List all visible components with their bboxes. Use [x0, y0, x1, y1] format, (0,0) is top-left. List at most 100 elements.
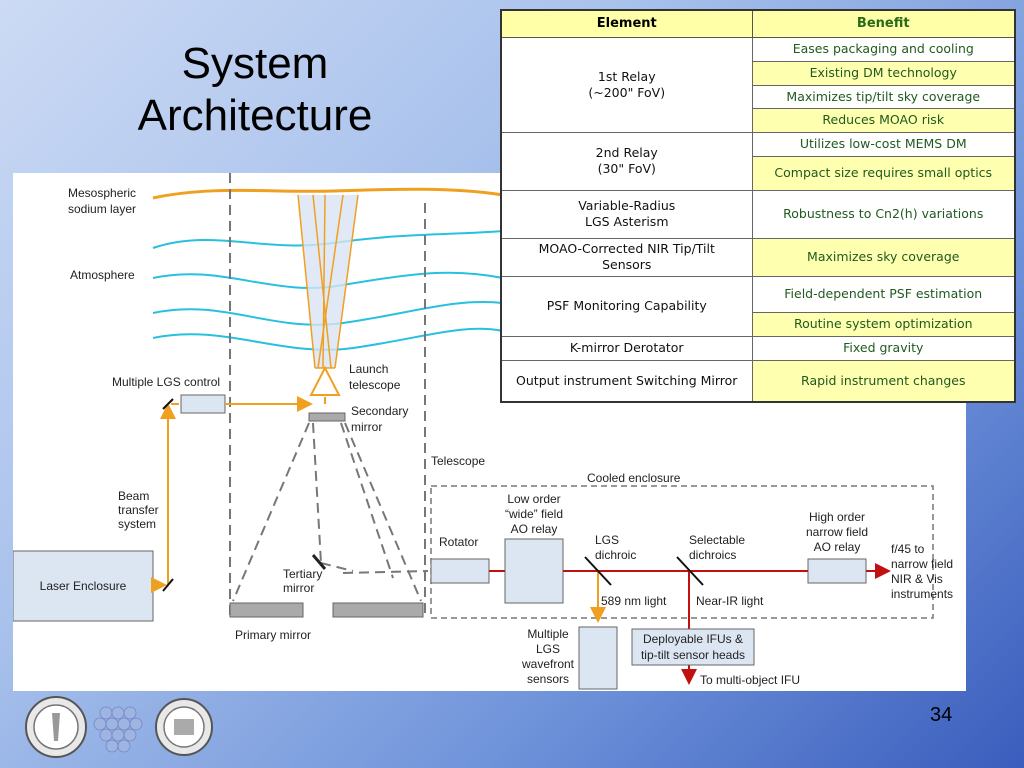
element-cell: Output instrument Switching Mirror	[500, 359, 753, 403]
keck-segmented-mirror-icon	[93, 706, 143, 753]
table-row: Output instrument Switching Mirror Rapid…	[500, 359, 1016, 403]
benefit-cell: Eases packaging and cooling	[751, 36, 1016, 62]
element-line: Output instrument Switching Mirror	[516, 372, 738, 388]
label-to-multi-ifu: To multi-object IFU	[700, 673, 800, 687]
benefit-cell: Utilizes low-cost MEMS DM	[751, 131, 1016, 157]
table-row: Maximizes tip/tilt sky coverage	[501, 84, 1016, 109]
benefit-cell: Rapid instrument changes	[751, 359, 1016, 403]
label-output-4: instruments	[891, 587, 953, 601]
benefit-cell: Robustness to Cn2(h) variations	[751, 189, 1016, 239]
atmosphere-wave-4	[152, 327, 504, 351]
header-element: Element	[500, 9, 753, 38]
rotator-box	[430, 558, 490, 584]
diagram-canvas: Mesospheric sodium layer Atmosphere Mult…	[13, 173, 953, 690]
label-cooled-enclosure: Cooled enclosure	[587, 471, 681, 485]
element-cell: K-mirror Derotator	[500, 335, 753, 361]
element-line: PSF Monitoring Capability	[546, 298, 707, 313]
laser-beams	[297, 194, 359, 369]
benefit-cell: Routine system optimization	[751, 311, 1016, 337]
tertiary-mirror	[311, 554, 327, 570]
label-near-ir: Near-IR light	[696, 594, 764, 608]
label-secondary-1: Secondary	[351, 404, 408, 418]
label-beam-2: transfer	[118, 503, 159, 517]
element-benefit-table: Element Benefit 1st Relay (~200" FoV) Ea…	[500, 9, 1016, 403]
label-atmosphere: Atmosphere	[70, 268, 135, 282]
label-wfs-2: LGS	[536, 642, 560, 656]
low-order-relay-box	[504, 538, 564, 604]
label-launch-1: Launch	[349, 362, 388, 376]
label-wfs-1: Multiple	[527, 627, 569, 641]
label-rotator: Rotator	[439, 535, 478, 549]
table-row: MOAO-Corrected NIR Tip/Tilt Sensors Maxi…	[500, 237, 1016, 277]
element-cell: Variable-Radius LGS Asterism	[500, 189, 753, 239]
high-order-relay-box	[807, 558, 867, 584]
element-line: Sensors	[602, 257, 652, 272]
table-row: 2nd Relay (30" FoV) Utilizes low-cost ME…	[500, 131, 1016, 191]
label-laser-enclosure: Laser Enclosure	[40, 579, 127, 593]
wavefront-sensors-box	[578, 626, 618, 690]
benefit-cell: Compact size requires small optics	[751, 155, 1016, 191]
benefit-cell: Field-dependent PSF estimation	[751, 275, 1016, 313]
table-row: 1st Relay (~200" FoV) Eases packaging an…	[500, 36, 1016, 133]
benefit-cell: Reduces MOAO risk	[751, 107, 1016, 133]
label-lgs-dichroic-2: dichroic	[595, 548, 636, 562]
label-output-1: f/45 to	[891, 542, 925, 556]
table-row: K-mirror Derotator Fixed gravity	[500, 335, 1016, 361]
label-wfs-3: wavefront	[521, 657, 575, 671]
label-selectable-1: Selectable	[689, 533, 745, 547]
sodium-layer-curve	[152, 187, 504, 200]
element-cell: PSF Monitoring Capability	[500, 275, 753, 337]
laser-cone	[298, 195, 358, 368]
element-line: LGS Asterism	[584, 214, 669, 229]
benefit-cell: Maximizes tip/tilt sky coverage	[751, 84, 1016, 109]
element-line: Variable-Radius	[578, 198, 676, 213]
label-beam-1: Beam	[118, 489, 149, 503]
element-line: K-mirror Derotator	[569, 340, 684, 355]
label-output-2: narrow field	[891, 557, 953, 571]
element-line: 2nd Relay	[595, 145, 658, 160]
label-low-order-2: “wide” field	[505, 507, 563, 521]
label-mesospheric-1: Mesospheric	[68, 186, 136, 200]
uc-seal-icon	[155, 698, 213, 756]
header-benefit: Benefit	[751, 9, 1016, 38]
label-primary-mirror: Primary mirror	[235, 628, 311, 642]
benefit-cell: Fixed gravity	[751, 335, 1016, 361]
label-mesospheric-2: sodium layer	[68, 202, 136, 216]
label-high-order-1: High order	[809, 510, 865, 524]
label-launch-2: telescope	[349, 378, 401, 392]
label-high-order-3: AO relay	[814, 540, 861, 554]
cooled-enclosure-box	[430, 485, 934, 619]
lgs-control-box	[180, 394, 226, 414]
table-header-row: Element Benefit	[500, 9, 1016, 38]
label-output-3: NIR & Vis	[891, 572, 943, 586]
table-row: Reduces MOAO risk	[501, 107, 1016, 133]
element-line: (~200" FoV)	[588, 84, 666, 100]
label-selectable-2: dichroics	[689, 548, 736, 562]
element-line: MOAO-Corrected NIR Tip/Tilt	[538, 241, 715, 256]
element-cell: MOAO-Corrected NIR Tip/Tilt Sensors	[500, 237, 753, 277]
telescope-rays	[232, 422, 429, 602]
label-beam-3: system	[118, 517, 156, 531]
selectable-dichroic	[676, 556, 704, 586]
slide-title: System Architecture	[100, 38, 410, 142]
beam-mirror-bottom	[162, 578, 174, 592]
ifu-box	[631, 628, 755, 666]
label-tertiary-2: mirror	[283, 581, 314, 595]
table-row: Routine system optimization	[501, 311, 1016, 337]
label-lgs-dichroic-1: LGS	[595, 533, 619, 547]
slide-title-line2: Architecture	[137, 91, 373, 140]
label-low-order-1: Low order	[507, 492, 560, 506]
primary-mirror-right	[332, 602, 424, 618]
table-row: Compact size requires small optics	[501, 155, 1016, 191]
beam-mirror-top	[162, 398, 174, 410]
element-cell: 2nd Relay (30" FoV)	[500, 131, 753, 191]
launch-telescope	[309, 365, 341, 396]
label-ifu-2: tip-tilt sensor heads	[641, 648, 745, 662]
caltech-seal-icon	[25, 696, 87, 758]
label-secondary-2: mirror	[351, 420, 382, 434]
label-multiple-lgs-control: Multiple LGS control	[112, 375, 220, 389]
label-ifu-1: Deployable IFUs &	[643, 632, 743, 646]
institution-logos	[25, 696, 213, 758]
element-line: 1st Relay	[597, 68, 656, 84]
label-low-order-3: AO relay	[511, 522, 558, 536]
